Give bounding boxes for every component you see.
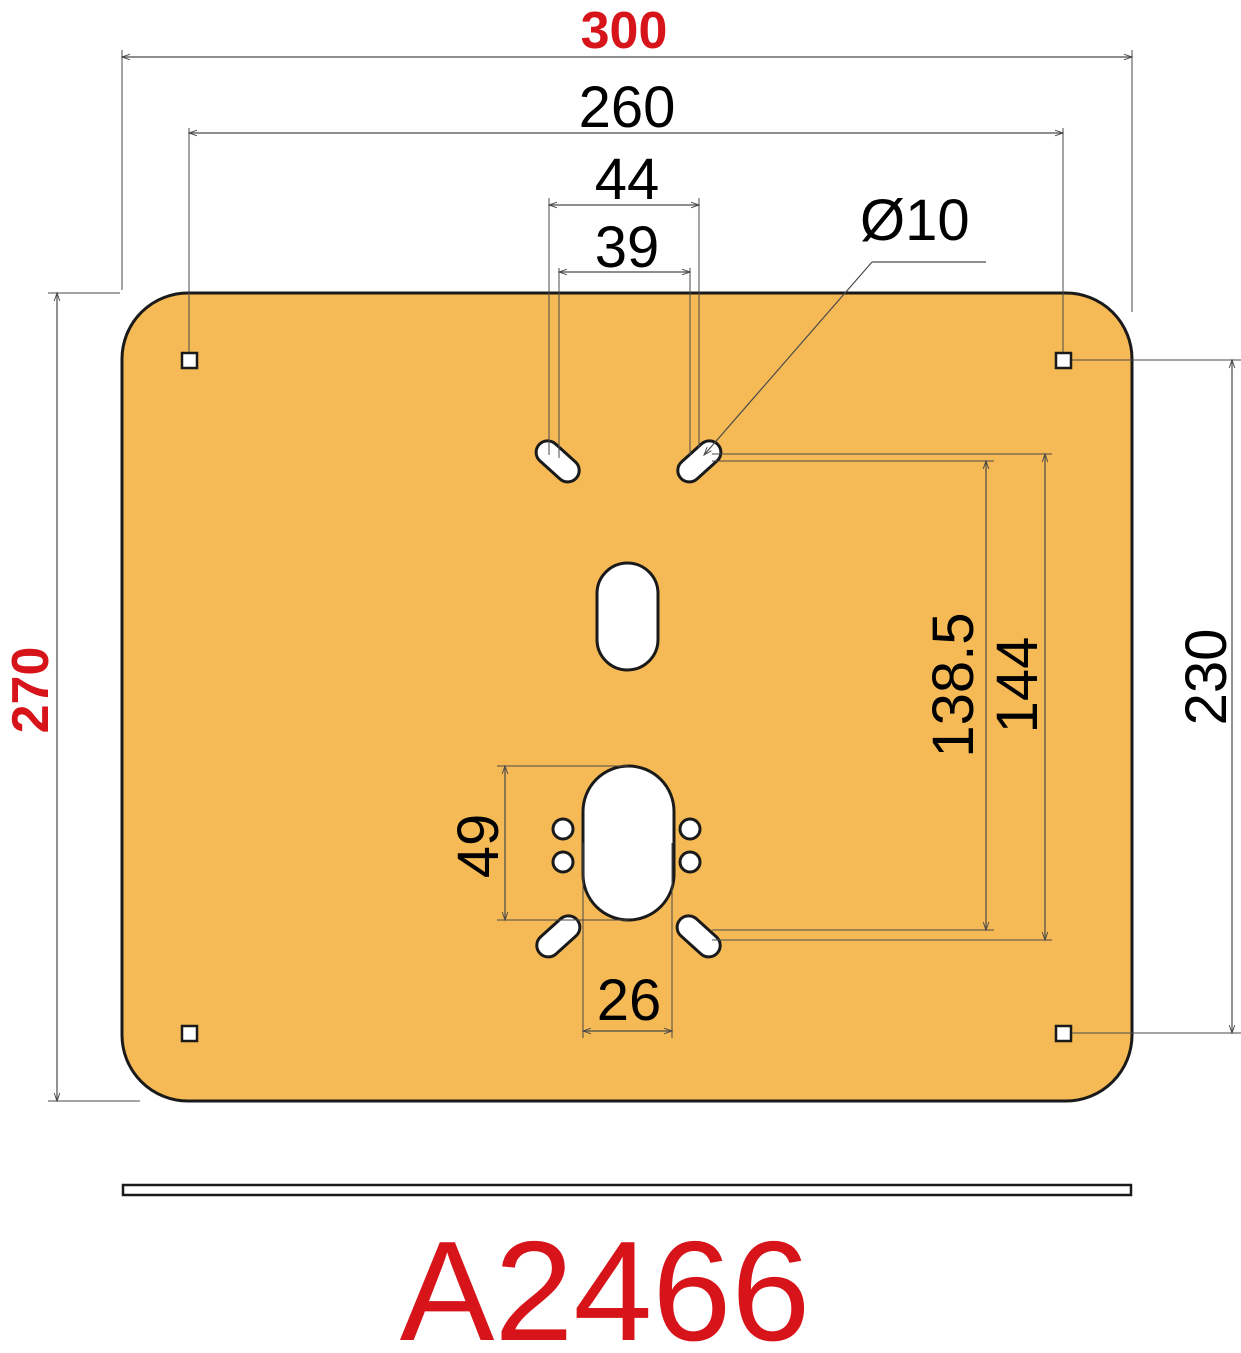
dimension-slot-inner-spacing-label: 39: [595, 215, 660, 280]
slot-bottom-right: [675, 914, 722, 959]
dimension-hole-spacing-horizontal: 260: [187, 75, 1065, 352]
corner-hole-top-left: [180, 351, 199, 370]
dimension-oval-height: 49: [446, 764, 628, 922]
dimension-overall-width-label: 300: [581, 2, 668, 60]
part-code-label: A2466: [400, 1212, 811, 1353]
dimension-slot-outer-spacing: 44: [547, 147, 701, 455]
corner-hole-top-right: [1054, 351, 1073, 370]
small-hole: [678, 850, 702, 874]
dimension-hole-spacing-vertical-label: 230: [1174, 629, 1239, 726]
dimension-hole-spacing-horizontal-label: 260: [579, 75, 676, 140]
dimension-slot-vertical-outer-label: 144: [985, 637, 1050, 734]
dimension-oval-width-label: 26: [597, 968, 662, 1033]
dimension-overall-height-label: 270: [2, 647, 60, 734]
dimension-oval-width: 26: [581, 843, 674, 1038]
corner-hole-bottom-left: [180, 1024, 199, 1043]
dimension-overall-width: 300: [120, 2, 1134, 312]
slot-top-left: [534, 439, 581, 484]
dimension-overall-height: 270: [2, 291, 140, 1103]
dimension-hole-diameter: Ø10: [703, 188, 986, 457]
dimension-oval-height-label: 49: [446, 814, 511, 879]
corner-hole-bottom-right: [1054, 1024, 1073, 1043]
dimension-slot-vertical-inner-label: 138.5: [921, 612, 986, 757]
oval-hole-bottom: [581, 764, 676, 922]
dimension-hole-diameter-label: Ø10: [860, 188, 970, 253]
dimension-slot-outer-spacing-label: 44: [595, 147, 660, 212]
dimension-slot-vertical-outer: 144: [712, 452, 1052, 942]
oval-hole-middle: [595, 561, 660, 672]
dimension-slot-inner-spacing: 39: [557, 215, 692, 458]
small-hole: [551, 850, 575, 874]
small-hole: [678, 817, 702, 841]
dimension-slot-vertical-inner: 138.5: [712, 459, 994, 932]
plate-side-view: [121, 1183, 1133, 1197]
dimension-hole-spacing-vertical: 230: [1072, 358, 1241, 1035]
mounting-plate: [120, 291, 1134, 1103]
small-hole: [551, 817, 575, 841]
